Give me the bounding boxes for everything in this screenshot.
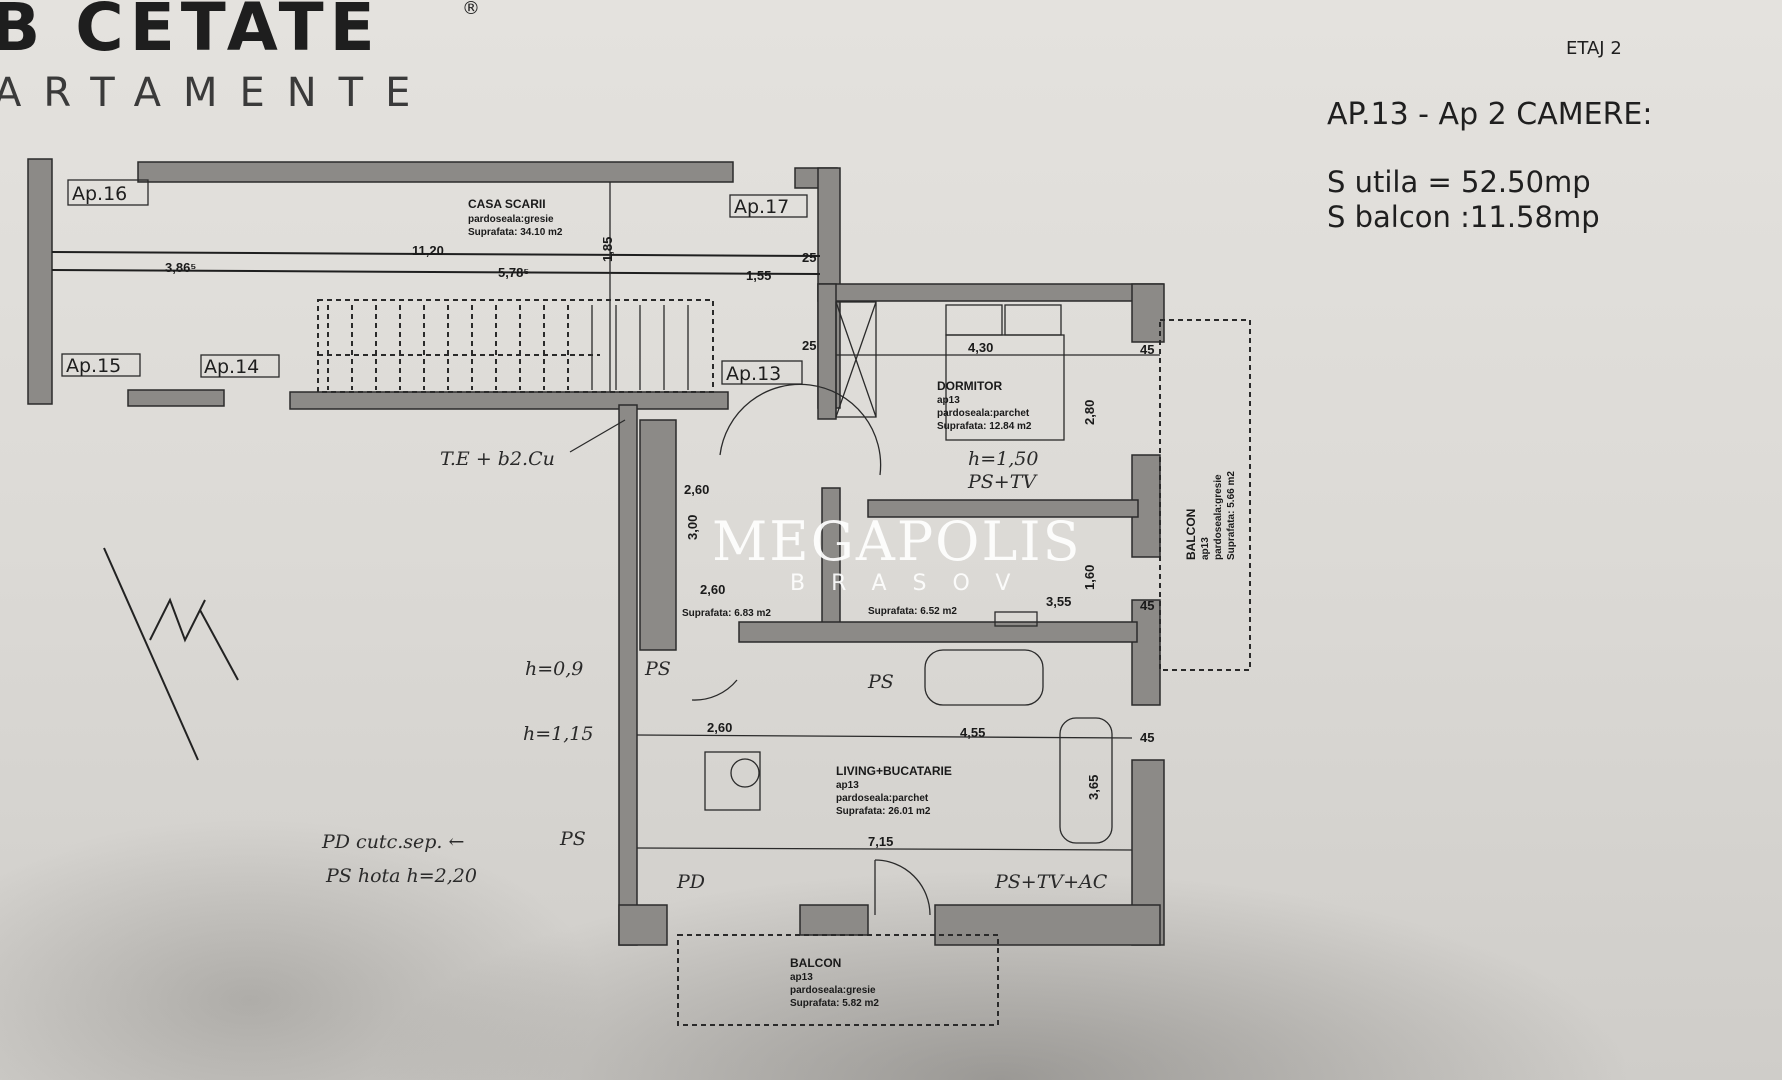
svg-text:25: 25: [802, 250, 816, 265]
room-hall: Suprafata: 6.83 m2: [682, 608, 771, 619]
svg-text:DORMITOR: DORMITOR: [937, 379, 1002, 393]
svg-text:Suprafata: 26.01 m2: Suprafata: 26.01 m2: [836, 806, 931, 817]
svg-text:pardoseala:gresie: pardoseala:gresie: [468, 214, 554, 225]
svg-text:pardoseala:parchet: pardoseala:parchet: [937, 408, 1030, 419]
svg-text:pardoseala:gresie: pardoseala:gresie: [790, 985, 876, 996]
svg-text:11,20: 11,20: [412, 243, 444, 258]
apt-label-13: Ap.13: [726, 363, 781, 385]
apt-label-15: Ap.15: [66, 355, 121, 377]
svg-text:PS: PS: [559, 828, 586, 850]
svg-text:Suprafata: 34.10 m2: Suprafata: 34.10 m2: [468, 227, 563, 238]
svg-text:45: 45: [1140, 730, 1154, 745]
balcony-area: S balcon :11.58mp: [1327, 200, 1600, 234]
svg-text:25: 25: [802, 338, 816, 353]
apt-label-17: Ap.17: [734, 196, 789, 218]
svg-text:ap13: ap13: [937, 395, 960, 406]
svg-text:3,00: 3,00: [685, 515, 700, 540]
apt-label-16: Ap.16: [72, 183, 127, 205]
signature: [103, 547, 239, 761]
room-balcony-south: BALCON ap13 pardoseala:gresie Suprafata:…: [790, 956, 879, 1009]
svg-text:3,55: 3,55: [1046, 594, 1071, 609]
svg-text:PS hota h=2,20: PS hota h=2,20: [325, 865, 477, 887]
svg-text:Suprafata: 5.82 m2: Suprafata: 5.82 m2: [790, 998, 879, 1009]
svg-text:MEGAPOLIS: MEGAPOLIS: [712, 510, 1082, 573]
svg-text:Suprafata: 6.83 m2: Suprafata: 6.83 m2: [682, 608, 771, 619]
svg-text:CASA SCARII: CASA SCARII: [468, 197, 546, 211]
svg-text:PD: PD: [676, 871, 705, 893]
apt-label-14: Ap.14: [204, 356, 259, 378]
svg-text:pardoseala:parchet: pardoseala:parchet: [836, 793, 929, 804]
svg-text:Suprafata: 12.84 m2: Suprafata: 12.84 m2: [937, 421, 1032, 432]
svg-text:h=0,9: h=0,9: [525, 658, 583, 680]
svg-text:pardoseala:gresie: pardoseala:gresie: [1213, 474, 1224, 560]
apartment-labels: Ap.16 Ap.17 Ap.15 Ap.14 Ap.13: [61, 179, 808, 385]
furniture: [691, 301, 1113, 916]
svg-text:4,55: 4,55: [960, 725, 985, 740]
dimension-labels: 11,20 3,86⁵ 5,78⁵ 1,55 25 25 1,85 4,30 4…: [165, 237, 1160, 851]
svg-text:4,30: 4,30: [968, 340, 993, 355]
svg-text:h=1,50: h=1,50: [968, 448, 1038, 470]
room-bedroom: DORMITOR ap13 pardoseala:parchet Suprafa…: [937, 379, 1032, 432]
svg-text:ap13: ap13: [836, 780, 859, 791]
svg-text:2,80: 2,80: [1082, 400, 1097, 425]
svg-text:1,55: 1,55: [746, 268, 771, 283]
handwritten-notes: T.E + b2.Cu h=1,50 PS+TV h=0,9 PS h=1,15…: [103, 419, 1108, 893]
svg-text:PS+TV+AC: PS+TV+AC: [994, 871, 1108, 893]
svg-text:5,78⁵: 5,78⁵: [498, 265, 529, 280]
room-stairwell: CASA SCARII pardoseala:gresie Suprafata:…: [468, 197, 563, 238]
usable-area: S utila = 52.50mp: [1327, 165, 1591, 199]
staircase: [317, 299, 714, 393]
svg-text:2,60: 2,60: [684, 482, 709, 497]
room-living-kitchen: LIVING+BUCATARIE ap13 pardoseala:parchet…: [836, 764, 952, 817]
balcony-east-outline: [1159, 319, 1251, 671]
svg-text:3,86⁵: 3,86⁵: [165, 260, 196, 275]
apartment-title: AP.13 - Ap 2 CAMERE:: [1327, 97, 1653, 132]
svg-text:2,60: 2,60: [700, 582, 725, 597]
svg-text:T.E + b2.Cu: T.E + b2.Cu: [440, 448, 555, 470]
room-balcony-east: BALCON ap13 pardoseala:gresie Suprafata:…: [1184, 471, 1237, 560]
svg-text:PS: PS: [644, 658, 671, 680]
balcony-south-outline: [677, 934, 999, 1026]
svg-text:1,85: 1,85: [600, 237, 615, 262]
svg-text:Suprafata: 6.52 m2: Suprafata: 6.52 m2: [868, 606, 957, 617]
svg-text:PS+TV: PS+TV: [967, 471, 1038, 493]
developer-logo: B CETATE ® ARTAMENTE: [0, 0, 480, 116]
apartment-walls: [618, 283, 1165, 946]
svg-text:BALCON: BALCON: [1184, 509, 1198, 560]
svg-text:3,65: 3,65: [1086, 775, 1101, 800]
svg-text:45: 45: [1140, 598, 1154, 613]
logo-text: B CETATE: [0, 0, 381, 66]
svg-text:1,60: 1,60: [1082, 565, 1097, 590]
floor-label: ETAJ 2: [1566, 38, 1622, 59]
room-bathroom: Suprafata: 6.52 m2: [868, 606, 957, 617]
svg-text:Suprafata: 5.66 m2: Suprafata: 5.66 m2: [1226, 471, 1237, 560]
svg-text:7,15: 7,15: [868, 834, 893, 849]
svg-text:45: 45: [1140, 342, 1154, 357]
svg-text:PD cutc.sep. ←: PD cutc.sep. ←: [321, 831, 464, 853]
svg-text:2,60: 2,60: [707, 720, 732, 735]
svg-text:ap13: ap13: [790, 972, 813, 983]
registered-mark: ®: [462, 0, 480, 19]
svg-text:PS: PS: [867, 671, 894, 693]
svg-text:BRASOV: BRASOV: [790, 571, 1036, 596]
svg-text:LIVING+BUCATARIE: LIVING+BUCATARIE: [836, 764, 952, 778]
svg-text:h=1,15: h=1,15: [523, 723, 593, 745]
watermark: MEGAPOLIS BRASOV: [712, 510, 1082, 596]
svg-text:ap13: ap13: [1200, 537, 1211, 560]
svg-text:BALCON: BALCON: [790, 956, 841, 970]
stairwell-walls: [27, 158, 841, 410]
logo-subtitle: ARTAMENTE: [0, 70, 432, 116]
